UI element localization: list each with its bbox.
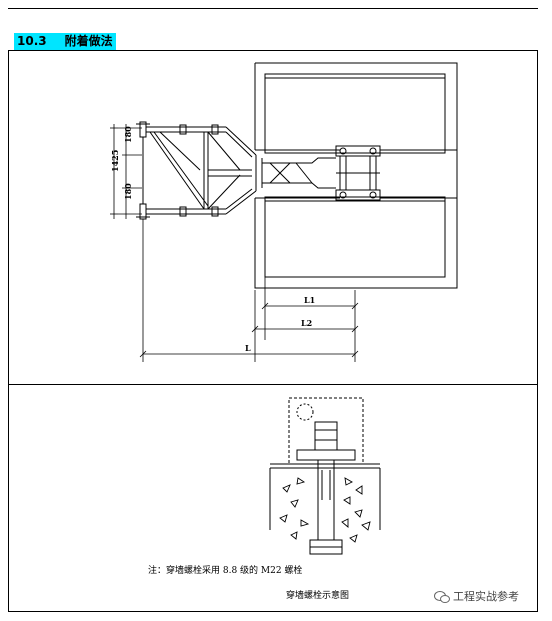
wall-bolt-drawing (269, 397, 381, 555)
bolt-plate-outline (288, 397, 364, 465)
dim-L1: L1 (304, 295, 315, 305)
top-nut (314, 421, 338, 451)
watermark: 工程实战参考 (434, 588, 519, 604)
washer-plate (296, 449, 356, 461)
top-rule (8, 8, 538, 9)
section-number: 10.3 (17, 34, 47, 48)
bottom-dimension-lines (139, 219, 359, 362)
truss-frame (146, 124, 257, 217)
attachment-frame-drawing (110, 62, 458, 362)
connector-beam (255, 155, 336, 191)
figure-frame (8, 50, 538, 612)
dim-L2: L2 (301, 318, 312, 328)
dim-180-upper: 180 (123, 126, 133, 143)
dim-L: L (245, 343, 251, 353)
dim-180-lower: 180 (123, 183, 133, 200)
bolt-hole-dashed (296, 403, 314, 421)
bolt-note: 注：穿墙螺栓采用 8.8 级的 M22 螺栓 (148, 566, 303, 576)
dim-1425: 1425 (110, 150, 120, 172)
wechat-icon (434, 591, 450, 603)
watermark-text: 工程实战参考 (453, 590, 519, 603)
bolt-caption: 穿墙螺栓示意图 (286, 591, 350, 601)
tower-clamp (335, 145, 381, 201)
left-dimension-lines (110, 124, 142, 219)
tower-body (254, 62, 458, 289)
wall-plates (136, 121, 150, 220)
concrete-aggregate (279, 477, 371, 543)
frame-divider (8, 384, 538, 385)
section-heading: 10.3 附着做法 (14, 33, 116, 50)
section-title: 附着做法 (64, 34, 113, 48)
